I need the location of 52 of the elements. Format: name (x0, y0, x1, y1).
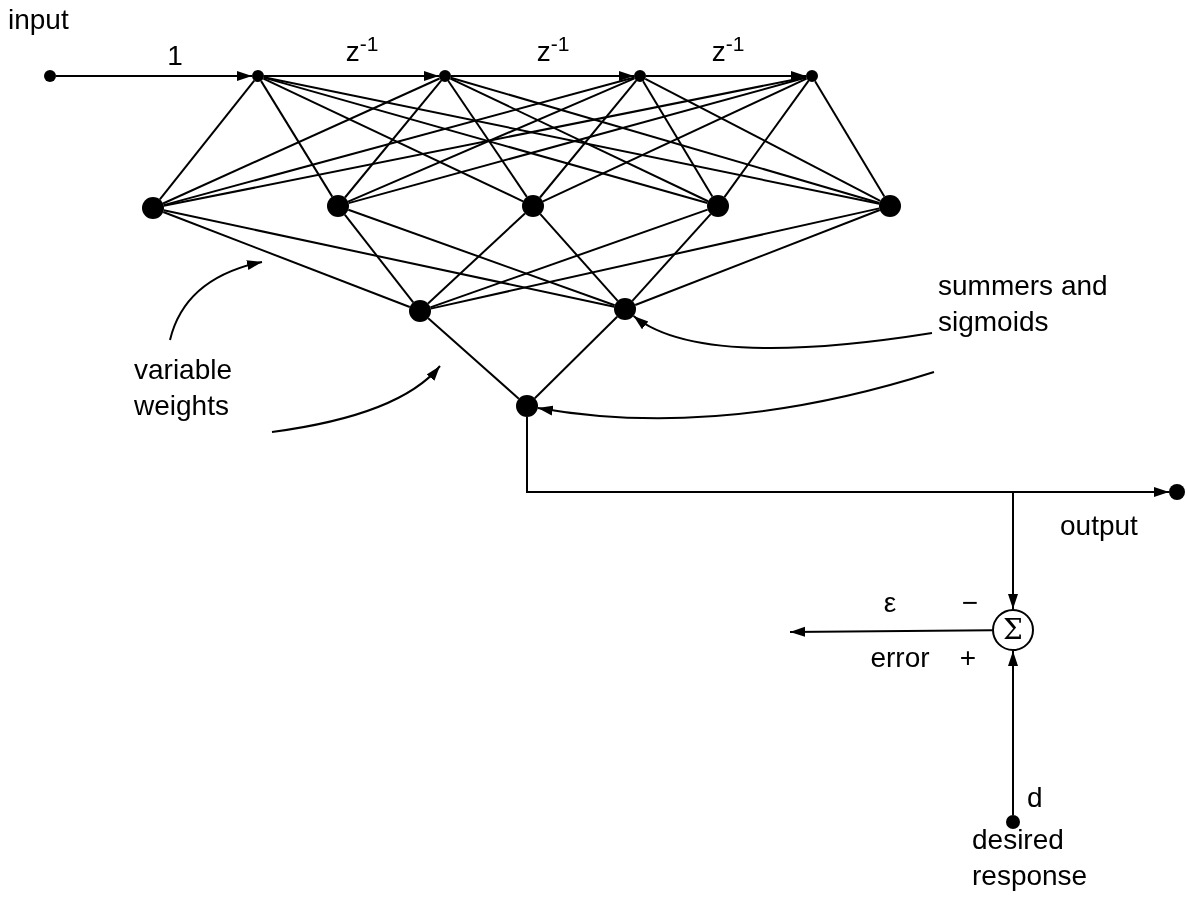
arrow (1008, 650, 1018, 816)
weight-line (162, 76, 636, 207)
node-caption: input (8, 3, 70, 37)
diagram-label: + (959, 644, 977, 672)
weight-line (347, 77, 636, 203)
weight-line (347, 208, 616, 307)
arrow (263, 71, 440, 81)
weight-line (427, 212, 526, 305)
callout-text: variable weights (134, 352, 284, 424)
weight-line (162, 76, 808, 207)
node-caption: d (1027, 781, 1044, 815)
weight-line (539, 79, 638, 199)
arrow (450, 71, 635, 81)
weight-line (260, 80, 334, 198)
node-caption: output (1060, 509, 1139, 543)
weight-line (343, 213, 415, 304)
weight-line (533, 315, 619, 400)
weight-line (429, 207, 881, 310)
weight-line (449, 77, 710, 203)
weight-line (162, 209, 616, 308)
weight-line (447, 79, 528, 198)
weight-line (162, 210, 411, 309)
weight-line (644, 77, 882, 202)
callout-text: summers and sigmoids (938, 268, 1128, 340)
weight-line (262, 76, 709, 204)
leader-arrow (632, 314, 933, 349)
arrow (645, 71, 807, 81)
weight-line (262, 77, 525, 203)
weight-line (723, 79, 810, 199)
weight-line (539, 213, 619, 302)
weight-line (642, 80, 714, 198)
weight-line (347, 76, 808, 205)
weight-line (634, 209, 881, 306)
leader-arrow (271, 365, 441, 433)
weight-line (631, 213, 712, 302)
diagram-label: − (961, 589, 979, 617)
weight-line (162, 77, 441, 205)
weight-line (158, 79, 256, 201)
weight-line (429, 208, 709, 309)
leader-arrow (536, 371, 935, 420)
summing-junction: Σ (992, 609, 1034, 651)
weight-line (344, 79, 443, 199)
weight-line (427, 317, 520, 400)
weight-line (262, 76, 881, 205)
weight-line (541, 77, 808, 203)
leader-arrow (169, 260, 263, 341)
diagram-label: error (870, 644, 930, 672)
weight-line (449, 76, 881, 204)
node-caption: desired response (972, 823, 1089, 893)
weight-line (814, 80, 886, 198)
arrow (789, 626, 993, 637)
arrow (55, 71, 253, 81)
